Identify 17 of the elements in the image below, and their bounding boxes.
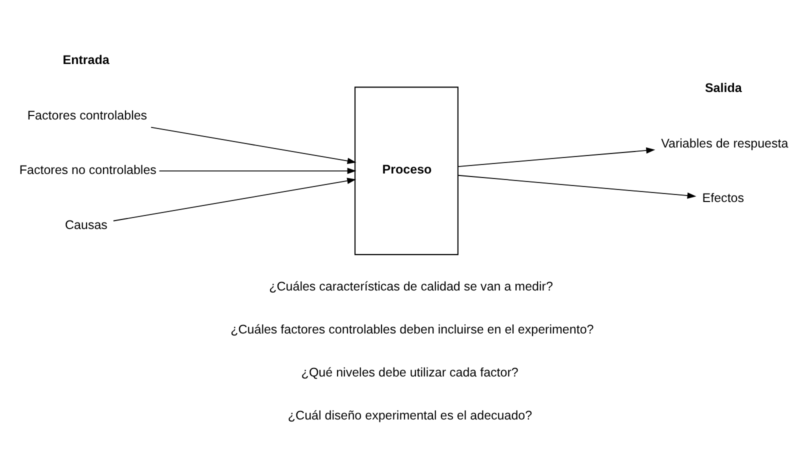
label: ¿Cuáles características de calidad se van a medir? xyxy=(269,280,553,294)
node-text: Variables de respuesta xyxy=(661,136,788,150)
arrow xyxy=(158,168,356,174)
label: ¿Cuál diseño experimental es el adecuado? xyxy=(288,408,532,422)
label: Entrada xyxy=(62,53,110,68)
node-box: Proceso xyxy=(354,86,458,256)
node-text: Factores no controlables xyxy=(19,163,156,178)
label: ¿Cuáles factores controlables deben incluirse en el experimento? xyxy=(230,322,594,337)
arrow xyxy=(458,147,656,167)
node-text: Factores controlables xyxy=(27,108,148,123)
node-text: Efectos xyxy=(702,190,744,205)
label: Salida xyxy=(704,80,742,95)
label: ¿Qué niveles debe utilizar cada factor? xyxy=(301,365,518,380)
node-text: Causas xyxy=(65,218,108,232)
arrow xyxy=(458,174,696,199)
arrow xyxy=(150,126,356,164)
arrow xyxy=(112,178,356,222)
